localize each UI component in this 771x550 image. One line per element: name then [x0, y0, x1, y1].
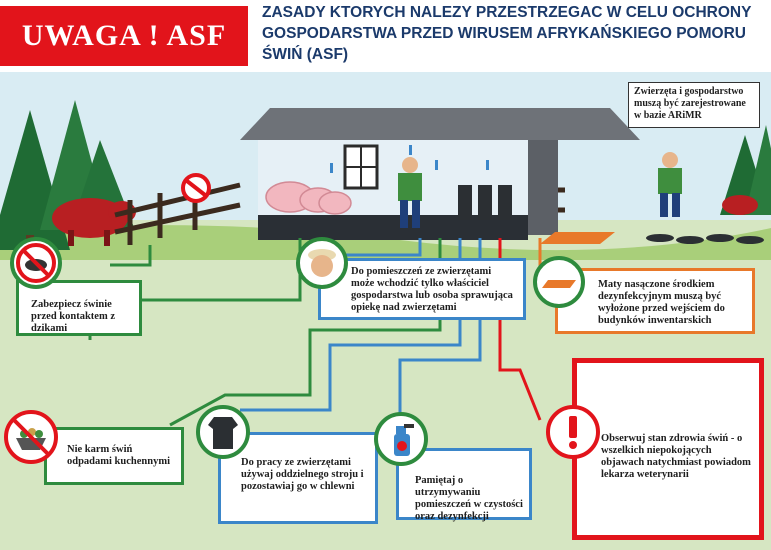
rule-cleaning-text: Pamiętaj o utrzymywaniu pomieszczeń w cz… [415, 475, 523, 522]
rule-access: Do pomieszczeń ze zwierzętami może wchod… [318, 258, 526, 320]
rule-wild-boar-text: Zabezpiecz świnie przed kontaktem z dzik… [31, 299, 115, 334]
disinfection-mat-icon [540, 232, 615, 244]
rule-observe: Obserwuj stan zdrowia świń - o wszelkich… [572, 358, 764, 540]
farmer-icon [398, 157, 422, 228]
registration-note-text: Zwierzęta i gospodarstwo muszą być zarej… [634, 86, 746, 121]
rule-observe-text: Obserwuj stan zdrowia świń - o wszelkich… [601, 433, 751, 480]
rule-wild-boar: Zabezpiecz świnie przed kontaktem z dzik… [16, 280, 142, 336]
registration-note: Zwierzęta i gospodarstwo muszą być zarej… [628, 82, 760, 128]
clothing-icon [196, 405, 250, 459]
tyres-icon [646, 234, 764, 244]
tree-right-icon [720, 125, 771, 215]
farmer-right-icon [658, 152, 682, 217]
rule-access-text: Do pomieszczeń ze zwierzętami może wchod… [351, 266, 513, 313]
mat-icon [533, 256, 585, 308]
page-title: ZASADY KTORYCH NALEZY PRZESTRZEGAC W CEL… [262, 4, 752, 63]
no-kitchen-waste-icon [4, 410, 58, 464]
exclamation-markers-icon [330, 145, 489, 173]
warning-badge: UWAGA ! ASF [0, 6, 248, 66]
disinfectant-spray-icon [374, 412, 428, 466]
no-entry-icon [181, 173, 211, 203]
rule-cleaning: Pamiętaj o utrzymywaniu pomieszczeń w cz… [396, 448, 532, 522]
rule-mats-text: Maty nasączone środkiem dezynfekcyjnym m… [598, 279, 725, 326]
pigs-icon [265, 181, 352, 215]
farmer-face-icon [296, 237, 348, 289]
rule-feeding: Nie karm świń odpadami kuchennymi [44, 427, 184, 485]
no-wild-boar-icon [10, 237, 62, 289]
rule-feeding-text: Nie karm świń odpadami kuchennymi [67, 444, 170, 467]
rule-mats: Maty nasączone środkiem dezynfekcyjnym m… [555, 268, 755, 334]
rule-clothing-text: Do pracy ze zwierzętami używaj oddzielne… [241, 457, 364, 492]
exclamation-icon [546, 405, 600, 459]
hanging-clothes-icon [458, 185, 512, 220]
barn-icon [240, 108, 640, 240]
wild-boar-right-icon [722, 195, 758, 215]
